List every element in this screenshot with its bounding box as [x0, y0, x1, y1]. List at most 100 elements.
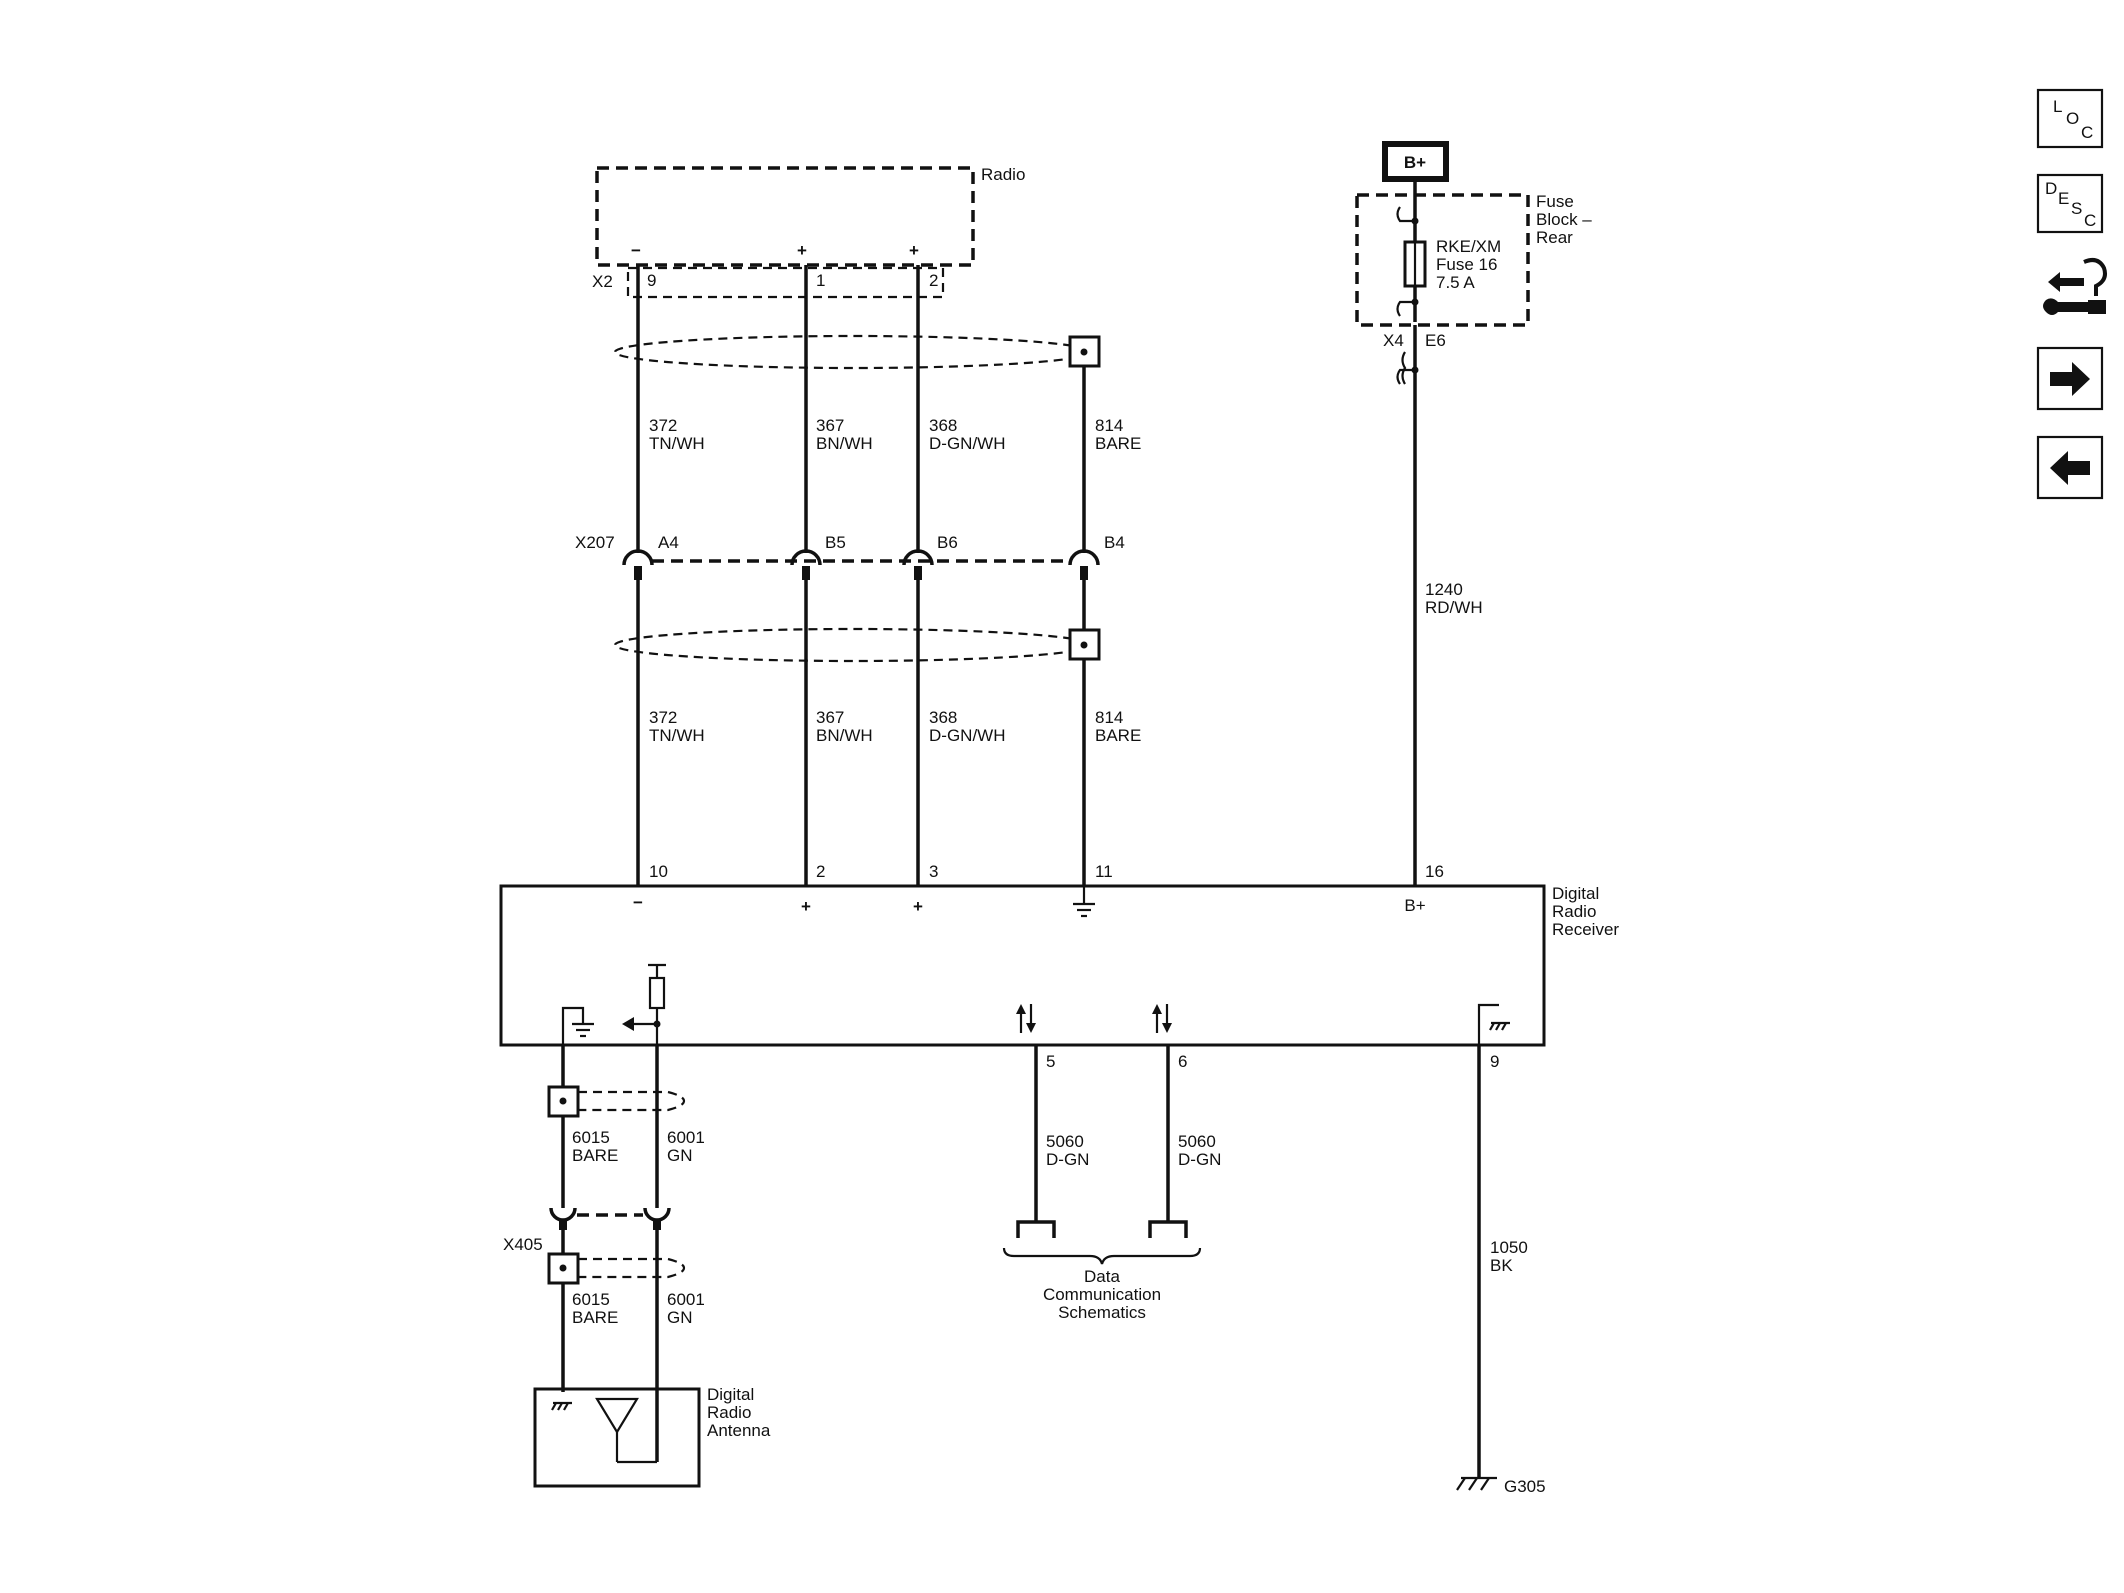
desc-letter: D	[2045, 179, 2057, 198]
receiver-pin-label: 11	[1095, 862, 1113, 881]
x405-label: X405	[503, 1235, 543, 1254]
battery-box	[1382, 141, 1449, 182]
data-comm-label: Communication	[1043, 1285, 1161, 1304]
desc-letter: S	[2071, 199, 2082, 218]
x4-connector: X4 E6	[1383, 325, 1446, 886]
radio-pin-label: 1	[816, 271, 825, 290]
shield-ellipse	[578, 1257, 686, 1279]
previous-page-button[interactable]	[2036, 435, 2104, 500]
wire-circuit-label: 814	[1095, 416, 1123, 435]
shield-drain-box	[547, 1252, 580, 1285]
wire-color-label: D-GN/WH	[929, 434, 1005, 453]
left-arrow-icon	[622, 1017, 634, 1031]
receiver-pin-sign: −	[633, 893, 643, 912]
receiver-pin-label: 3	[929, 862, 938, 881]
wire-color-label: D-GN	[1178, 1150, 1221, 1169]
antenna-outline	[533, 1387, 701, 1488]
wire-color-label: BARE	[1095, 434, 1141, 453]
wire-circuit-label: 5060	[1046, 1132, 1084, 1151]
fuse-block-label: Block –	[1536, 210, 1592, 229]
wire-color-label: RD/WH	[1425, 598, 1483, 617]
wire-color-label: D-GN	[1046, 1150, 1089, 1169]
radio-pin-sign: +	[909, 241, 919, 260]
data-link-connector	[1148, 1220, 1188, 1238]
wire-circuit-label: 368	[929, 416, 957, 435]
radio-pin-sign: +	[797, 241, 807, 260]
receiver-label: Radio	[1552, 902, 1596, 921]
data-comm-label: Schematics	[1058, 1303, 1146, 1322]
antenna-label: Digital	[707, 1385, 754, 1404]
ground-label: G305	[1504, 1477, 1546, 1496]
left-arrow-icon	[2050, 451, 2090, 485]
x207-pin-label: B6	[937, 533, 958, 552]
wire-circuit-label: 372	[649, 708, 677, 727]
x207-socket	[902, 549, 934, 566]
bidirectional-arrow-icon	[1016, 1004, 1036, 1033]
x207-pin	[634, 566, 642, 580]
x207-connector: X207 A4 B5 B6 B4	[575, 533, 1125, 580]
wire-color-label: D-GN/WH	[929, 726, 1005, 745]
bidirectional-arrow-icon	[1152, 1004, 1172, 1033]
ground-hatch	[1468, 1477, 1478, 1491]
next-page-button[interactable]	[2036, 346, 2104, 411]
internal-ground-icon	[1477, 1003, 1510, 1045]
radio-component: Radio X2 9 1 2 − + +	[592, 165, 1025, 299]
signal-wires	[636, 265, 1086, 886]
x207-pin	[802, 566, 810, 580]
x207-label: X207	[575, 533, 615, 552]
lower-shield	[613, 627, 1101, 663]
connector-tools-button[interactable]	[2034, 250, 2107, 330]
internal-ground-lead	[561, 1006, 585, 1045]
wire-circuit-label: 367	[816, 708, 844, 727]
wire-circuit-label: 814	[1095, 708, 1123, 727]
antenna-wiring: 6015 BARE 6001 GN X405 6015 BARE 6001 GN	[503, 1045, 705, 1462]
right-arrow-icon	[2050, 362, 2090, 396]
ground-hatch	[1480, 1477, 1490, 1491]
digital-radio-receiver: Digital Radio Receiver 10 2 3 11 16 − + …	[499, 862, 1619, 1071]
desc-button-frame[interactable]	[2036, 173, 2104, 234]
fuse-block: Fuse Block – Rear RKE/XM Fuse 16 7.5 A	[1355, 179, 1592, 327]
radio-label: Radio	[981, 165, 1025, 184]
receiver-label: Receiver	[1552, 920, 1619, 939]
x405-pin	[559, 1220, 567, 1230]
wire-circuit-label: 6015	[572, 1128, 610, 1147]
wire-circuit-label: 6015	[572, 1290, 610, 1309]
x207-socket	[622, 549, 654, 566]
shield-drain-dot	[1080, 641, 1088, 649]
x207-pin	[1080, 566, 1088, 580]
x4-break	[1401, 351, 1407, 385]
radio-outline	[595, 166, 975, 267]
desc-letter: C	[2084, 211, 2096, 230]
receiver-pin-label: 10	[649, 862, 668, 881]
ground-g305: 1050 BK G305	[1456, 1045, 1546, 1496]
shield-drain-dot	[559, 1097, 567, 1105]
x207-socket	[790, 549, 822, 566]
receiver-pin-label: 9	[1490, 1052, 1499, 1071]
receiver-pin-label: 5	[1046, 1052, 1055, 1071]
data-communication: 5060 D-GN 5060 D-GN Data Communication S…	[1002, 1045, 1221, 1322]
radio-pin-sign: −	[631, 241, 641, 260]
desc-button[interactable]: D E S C	[2036, 173, 2104, 234]
loc-button-frame[interactable]	[2036, 88, 2104, 149]
loc-button[interactable]: L O C	[2036, 88, 2104, 149]
fuse-bus-bracket	[1396, 206, 1415, 223]
receiver-pin-sign: +	[913, 897, 923, 916]
loc-letter: C	[2081, 123, 2093, 142]
x207-pin-label: B4	[1104, 533, 1125, 552]
x4-pin-label: E6	[1425, 331, 1446, 350]
radio-pin-label: 9	[647, 271, 656, 290]
antenna-label: Antenna	[707, 1421, 771, 1440]
radio-connector-x2	[626, 266, 945, 299]
loc-letter: L	[2053, 97, 2062, 116]
x207-socket	[1068, 549, 1100, 566]
wire-color-label: GN	[667, 1308, 693, 1327]
wire-color-label: BK	[1490, 1256, 1513, 1275]
data-link-connector	[1016, 1220, 1056, 1238]
wire-circuit-label: 5060	[1178, 1132, 1216, 1151]
internal-resistor	[648, 976, 666, 1010]
fuse-label: Fuse 16	[1436, 255, 1497, 274]
fuse-label: 7.5 A	[1436, 273, 1475, 292]
fuse-bus-bracket	[1396, 300, 1415, 317]
internal-antenna-circuit	[561, 963, 666, 1045]
